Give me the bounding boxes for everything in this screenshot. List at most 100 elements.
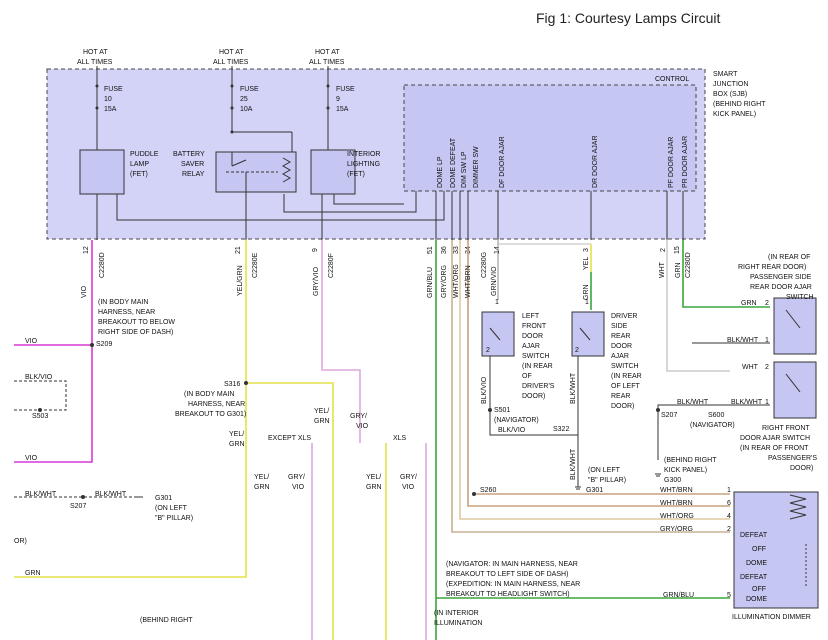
- svg-text:2: 2: [765, 300, 769, 307]
- svg-text:OF LEFT: OF LEFT: [611, 383, 641, 390]
- svg-text:2: 2: [727, 526, 731, 533]
- svg-text:"B" PILLAR): "B" PILLAR): [588, 477, 626, 484]
- svg-text:HOT AT: HOT AT: [315, 49, 340, 56]
- sjb-internal-wiring: [96, 191, 684, 240]
- svg-text:RIGHT SIDE OF DASH): RIGHT SIDE OF DASH): [98, 329, 173, 336]
- svg-text:15A: 15A: [336, 106, 349, 113]
- svg-text:G300: G300: [664, 477, 681, 484]
- svg-text:RIGHT FRONT: RIGHT FRONT: [762, 425, 810, 432]
- svg-text:SWITCH: SWITCH: [786, 294, 814, 301]
- svg-text:S600: S600: [708, 412, 724, 419]
- svg-text:VIO: VIO: [81, 285, 88, 298]
- svg-text:WHT/BRN: WHT/BRN: [660, 500, 693, 507]
- svg-text:PUDDLE: PUDDLE: [130, 151, 159, 158]
- svg-text:FUSE: FUSE: [104, 86, 123, 93]
- svg-text:ALL TIMES: ALL TIMES: [213, 59, 249, 66]
- svg-text:WHT/BRN: WHT/BRN: [465, 265, 472, 298]
- svg-text:GRY/: GRY/: [350, 413, 367, 420]
- illumination-dimmer-box: [733, 491, 819, 609]
- svg-text:(NAVIGATOR: IN MAIN HARNESS, N: (NAVIGATOR: IN MAIN HARNESS, NEAR: [446, 561, 578, 568]
- svg-text:4: 4: [727, 513, 731, 520]
- svg-text:BLK/WHT: BLK/WHT: [677, 399, 709, 406]
- svg-text:LEFT: LEFT: [522, 313, 540, 320]
- svg-text:ALL TIMES: ALL TIMES: [309, 59, 345, 66]
- passenger-rear-door-switch: [773, 297, 817, 355]
- svg-text:BLK/WHT: BLK/WHT: [731, 399, 763, 406]
- svg-text:GRN: GRN: [366, 484, 382, 491]
- svg-text:1: 1: [585, 299, 589, 306]
- left-front-door-switch: [481, 311, 515, 357]
- svg-text:S209: S209: [96, 341, 112, 348]
- driver-rear-door-switch: [571, 311, 605, 357]
- svg-text:HOT AT: HOT AT: [219, 49, 244, 56]
- svg-text:(NAVIGATOR): (NAVIGATOR): [690, 422, 735, 429]
- puddle-lamp-label: PUDDLE LAMP (FET): [130, 151, 159, 178]
- svg-text:1: 1: [727, 487, 731, 494]
- svg-text:BREAKOUT TO G301): BREAKOUT TO G301): [175, 411, 246, 418]
- svg-text:GRY/VIO: GRY/VIO: [313, 266, 320, 296]
- svg-text:(IN REAR OF FRONT: (IN REAR OF FRONT: [740, 445, 809, 452]
- svg-text:S260: S260: [480, 487, 496, 494]
- svg-text:YEL/GRN: YEL/GRN: [237, 265, 244, 296]
- svg-text:GRY/ORG: GRY/ORG: [660, 526, 693, 533]
- svg-text:DOOR): DOOR): [522, 393, 545, 400]
- svg-text:REAR DOOR AJAR: REAR DOOR AJAR: [750, 284, 812, 291]
- svg-text:OFF: OFF: [752, 586, 766, 593]
- svg-text:REAR: REAR: [611, 333, 630, 340]
- battery-saver-label: BATTERY SAVER RELAY: [173, 151, 205, 178]
- svg-text:DIMMER SW: DIMMER SW: [473, 146, 480, 188]
- svg-text:GRN: GRN: [583, 284, 590, 300]
- svg-text:BLK/VIO: BLK/VIO: [498, 427, 526, 434]
- svg-text:(BEHIND RIGHT: (BEHIND RIGHT: [664, 457, 717, 464]
- svg-text:(BEHIND RIGHT: (BEHIND RIGHT: [713, 101, 766, 108]
- svg-text:LAMP: LAMP: [130, 161, 149, 168]
- svg-text:25: 25: [240, 96, 248, 103]
- svg-text:GRY/ORG: GRY/ORG: [441, 265, 448, 298]
- svg-text:BATTERY: BATTERY: [173, 151, 205, 158]
- svg-text:FRONT: FRONT: [522, 323, 547, 330]
- svg-text:BOX (SJB): BOX (SJB): [713, 91, 747, 98]
- hot-labels: HOT AT ALL TIMES HOT AT ALL TIMES HOT AT…: [77, 49, 345, 66]
- svg-text:YEL/: YEL/: [229, 431, 244, 438]
- svg-text:HOT AT: HOT AT: [83, 49, 108, 56]
- fuse-3: FUSE 9 15A: [336, 86, 355, 113]
- svg-text:VIO: VIO: [25, 455, 38, 462]
- svg-text:DRIVER'S: DRIVER'S: [522, 383, 555, 390]
- svg-text:DOME DEFEAT: DOME DEFEAT: [450, 137, 457, 188]
- svg-text:DR DOOR AJAR: DR DOOR AJAR: [592, 135, 599, 188]
- svg-text:(IN INTERIOR: (IN INTERIOR: [434, 610, 479, 617]
- svg-text:GRN/BLU: GRN/BLU: [427, 267, 434, 298]
- svg-text:SWITCH: SWITCH: [522, 353, 550, 360]
- svg-text:"B" PILLAR): "B" PILLAR): [155, 515, 193, 522]
- svg-text:(ON LEFT: (ON LEFT: [155, 505, 188, 512]
- svg-text:10: 10: [104, 96, 112, 103]
- svg-text:(IN BODY MAIN: (IN BODY MAIN: [184, 391, 234, 398]
- svg-text:S207: S207: [661, 412, 677, 419]
- svg-text:AJAR: AJAR: [522, 343, 540, 350]
- svg-text:AJAR: AJAR: [611, 353, 629, 360]
- control-label: CONTROL: [655, 76, 689, 83]
- colored-wires: [14, 240, 770, 640]
- svg-text:1: 1: [765, 337, 769, 344]
- svg-text:INTERIOR: INTERIOR: [347, 151, 380, 158]
- svg-text:SMART: SMART: [713, 71, 738, 78]
- wire-labels: VIO VIO VIO YEL/GRN GRY/VIO GRN/BLU GRY/…: [25, 257, 763, 599]
- svg-text:DOOR: DOOR: [611, 343, 632, 350]
- svg-text:VIO: VIO: [356, 423, 369, 430]
- svg-text:C2280G: C2280G: [481, 252, 488, 278]
- svg-text:G301: G301: [155, 495, 172, 502]
- svg-text:BLK/WHT: BLK/WHT: [570, 372, 577, 404]
- svg-text:(IN BODY MAIN: (IN BODY MAIN: [98, 299, 148, 306]
- svg-text:2: 2: [765, 364, 769, 371]
- svg-text:DEFEAT: DEFEAT: [740, 532, 768, 539]
- svg-text:VIO: VIO: [402, 484, 415, 491]
- svg-text:(FET): (FET): [347, 171, 365, 178]
- svg-text:YEL/: YEL/: [366, 474, 381, 481]
- svg-text:C2280E: C2280E: [252, 252, 259, 278]
- svg-text:HARNESS, NEAR: HARNESS, NEAR: [98, 309, 155, 316]
- svg-text:(EXPEDITION: IN MAIN HARNESS,: (EXPEDITION: IN MAIN HARNESS, NEAR: [446, 581, 580, 588]
- svg-text:51: 51: [427, 246, 434, 254]
- svg-text:PF DOOR AJAR: PF DOOR AJAR: [668, 137, 675, 188]
- svg-text:PR DOOR AJAR: PR DOOR AJAR: [682, 136, 689, 188]
